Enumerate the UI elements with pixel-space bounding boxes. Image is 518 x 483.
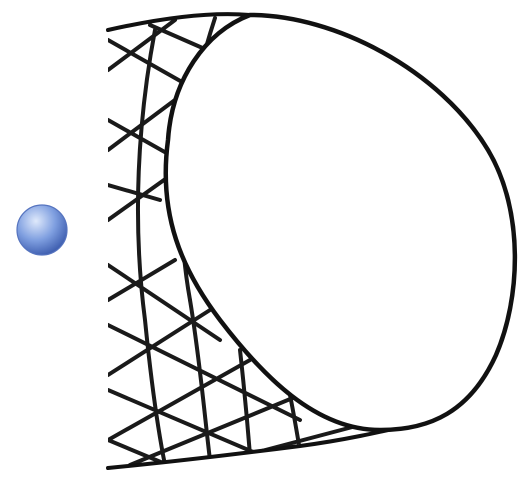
blue-sphere xyxy=(17,205,67,255)
cone-opening-ellipse xyxy=(166,15,515,430)
